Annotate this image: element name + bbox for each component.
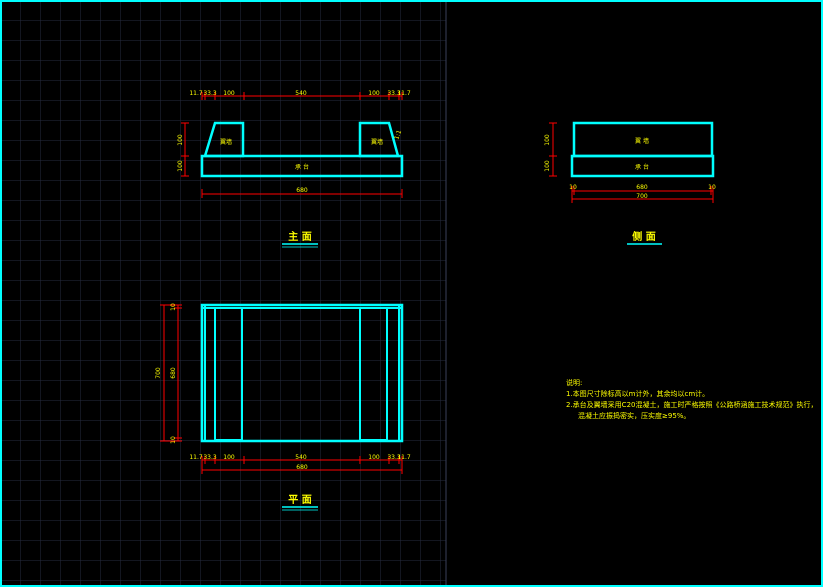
- front-dim-left-2: 100: [177, 160, 184, 172]
- side-dim-bottom-2: 680: [636, 184, 648, 191]
- plan-dim-total: 680: [296, 464, 308, 471]
- side-base-label: 承 台: [635, 163, 649, 171]
- side-top-label: 翼 墙: [635, 137, 649, 145]
- side-dim-bottom-1: 10: [569, 184, 577, 191]
- front-base: [200, 154, 404, 178]
- side-base: [570, 154, 715, 178]
- notes-line-2: 2.承台及翼墙采用C20混凝土，施工时严格按照《公路桥涵施工技术规范》执行，: [566, 401, 818, 409]
- side-dim-bottom-3: 10: [708, 184, 716, 191]
- plan-dim-left-outer: 700: [155, 367, 162, 379]
- front-dim-top-1: 11.7: [189, 90, 203, 97]
- plan-dim-bottom-5: 100: [368, 454, 380, 461]
- front-dim-top-7: 11.7: [397, 90, 411, 97]
- notes-line-1: 1.本图尺寸除标高以m计外，其余均以cm计。: [566, 390, 710, 398]
- front-dim-bottom: 680: [296, 187, 308, 194]
- side-dim-left-2: 100: [544, 160, 551, 172]
- side-dim-left-1: 100: [544, 134, 551, 146]
- front-dim-top-6: 33.3: [387, 90, 401, 97]
- plan-dim-left-inner-1: 10: [170, 303, 177, 311]
- plan-dim-bottom-7: 11.7: [397, 454, 411, 461]
- plan-dim-left-inner-3: 10: [170, 436, 177, 444]
- plan-dim-bottom-2: 33.3: [203, 454, 217, 461]
- front-right-block: [358, 121, 400, 158]
- front-dim-top-3: 100: [223, 90, 235, 97]
- front-view-title: 主 面: [288, 230, 311, 243]
- front-dim-top-5: 100: [368, 90, 380, 97]
- front-view: 11.7 33.3 100 540 100 33.3 11.7 翼墙 翼墙 1:…: [177, 90, 411, 248]
- side-view-title: 侧 面: [632, 230, 655, 243]
- grid-area: [2, 2, 446, 585]
- plan-dim-left-inner-2: 680: [170, 367, 177, 379]
- notes-heading: 说明:: [566, 379, 583, 387]
- plan-view: 700 10 680 10 11.7 33.3 100 540 100 33.3…: [155, 303, 411, 511]
- plan-view-title: 平 面: [288, 494, 311, 506]
- side-view: 翼 墙 承 台 100 100 10 680 10 700 侧 面: [544, 121, 716, 245]
- plan-dim-bottom-3: 100: [223, 454, 235, 461]
- front-right-block-label: 翼墙: [371, 138, 383, 146]
- front-base-label: 承 台: [295, 163, 309, 171]
- notes-line-3: 混凝土应振捣密实，压实度≥95%。: [578, 412, 691, 420]
- front-slope-label: 1:1: [393, 129, 403, 141]
- plan-dim-bottom-4: 540: [295, 454, 307, 461]
- front-left-block-label: 翼墙: [220, 138, 232, 146]
- front-dim-top-4: 540: [295, 90, 307, 97]
- plan-dim-bottom-6: 33.3: [387, 454, 401, 461]
- notes-block: 说明: 1.本图尺寸除标高以m计外，其余均以cm计。 2.承台及翼墙采用C20混…: [566, 378, 817, 422]
- front-dim-left-1: 100: [177, 134, 184, 146]
- plan-dim-bottom-1: 11.7: [189, 454, 203, 461]
- side-dim-total: 700: [636, 193, 648, 200]
- front-left-block: [203, 121, 245, 158]
- front-dim-top-2: 33.3: [203, 90, 217, 97]
